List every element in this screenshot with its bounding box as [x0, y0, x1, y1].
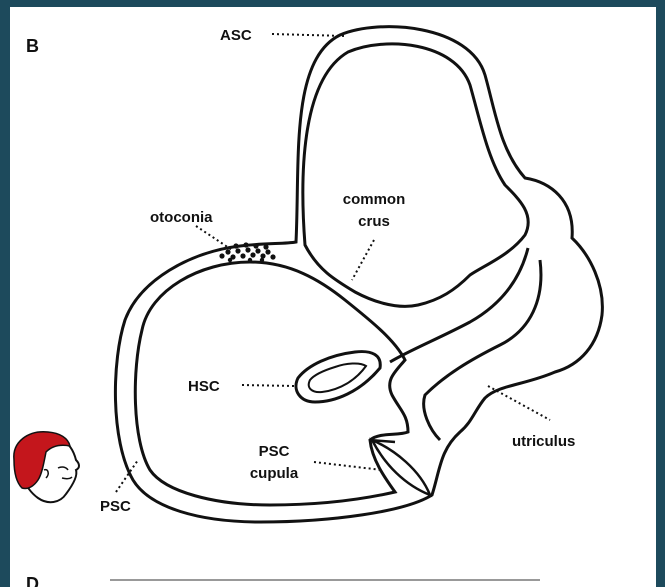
asc-leader: [272, 34, 345, 36]
psc-cupula-leader: [314, 462, 382, 470]
label-common-crus-line1: common: [343, 191, 406, 208]
head-icon: [14, 432, 79, 502]
otoconia-cluster: [219, 242, 275, 262]
label-hsc: HSC: [188, 378, 220, 395]
hsc-loop: [296, 352, 380, 402]
label-psc-cupula-line1: PSC: [259, 443, 290, 460]
utricle-channel: [424, 260, 541, 440]
hsc-leader: [242, 385, 294, 386]
panel-label-b: B: [26, 36, 39, 56]
label-asc: ASC: [220, 27, 252, 44]
label-common-crus-line2: crus: [358, 213, 390, 230]
label-otoconia: otoconia: [150, 209, 213, 226]
common-crus-leader: [352, 240, 374, 280]
asc-inner-wall: [303, 44, 528, 306]
otoconia-leader: [196, 226, 232, 250]
panel-label-d: D: [26, 574, 39, 587]
label-psc-cupula-line2: cupula: [250, 465, 299, 482]
label-psc: PSC: [100, 498, 131, 515]
utriculus-leader: [488, 386, 550, 420]
label-utriculus: utriculus: [512, 433, 575, 450]
